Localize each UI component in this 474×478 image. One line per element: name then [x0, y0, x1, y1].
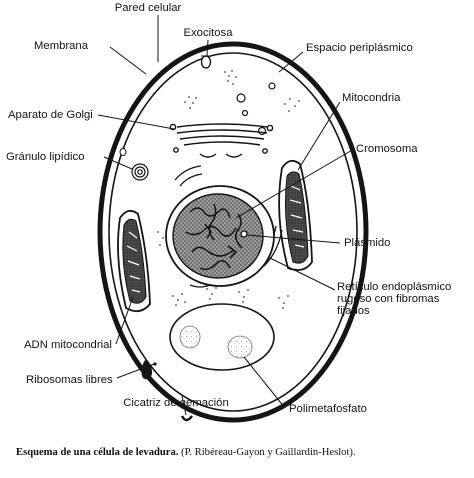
label-cell-wall: Pared celular	[115, 2, 182, 14]
exocytosis-vesicle	[200, 55, 212, 69]
chromosomes	[185, 203, 243, 271]
ribosome-clusters	[157, 70, 300, 309]
label-chromosome: Cromosoma	[356, 143, 418, 155]
periplasmic-vesicles	[236, 82, 276, 136]
label-plasmid: Plásmido	[344, 237, 390, 249]
label-rer-line3: fijados	[337, 305, 370, 317]
label-free-ribosomes: Ribosomas libres	[26, 374, 113, 386]
caption-title: Esquema de una célula de levadura.	[16, 447, 179, 458]
vacuole	[169, 303, 275, 371]
label-bud-scar: Cicatriz de gemación	[123, 397, 228, 409]
lipid-granule	[131, 163, 149, 181]
label-exocytosis: Exocitosa	[184, 27, 234, 39]
bud-scar	[141, 360, 153, 380]
label-rer-line1: Retículo endoplásmico	[337, 281, 451, 293]
vesicle-small	[119, 148, 127, 156]
label-mito-dna: ADN mitocondrial	[24, 339, 112, 351]
wall-bump	[180, 415, 193, 422]
label-rer-line2: rugoso con fibromas	[337, 293, 440, 305]
label-polyphosphate: Polimetafosfato	[289, 403, 367, 415]
label-periplasmic-space: Espacio periplásmico	[306, 42, 413, 54]
free-ribosome-dot	[153, 362, 157, 366]
plasmid	[240, 230, 248, 238]
label-lipid-granule: Gránulo lipídico	[6, 151, 85, 163]
golgi-apparatus	[169, 123, 274, 158]
mitochondrion-left	[117, 209, 151, 313]
leader-lines	[97, 15, 355, 416]
caption-credit: (P. Ribéreau-Gayon y Gaillardin-Heslot).	[178, 447, 356, 458]
label-golgi: Aparato de Golgi	[8, 109, 93, 121]
label-membrane: Membrana	[34, 40, 89, 52]
figure-caption: Esquema de una célula de levadura. (P. R…	[16, 447, 466, 458]
label-mitochondria: Mitocondria	[342, 92, 401, 104]
